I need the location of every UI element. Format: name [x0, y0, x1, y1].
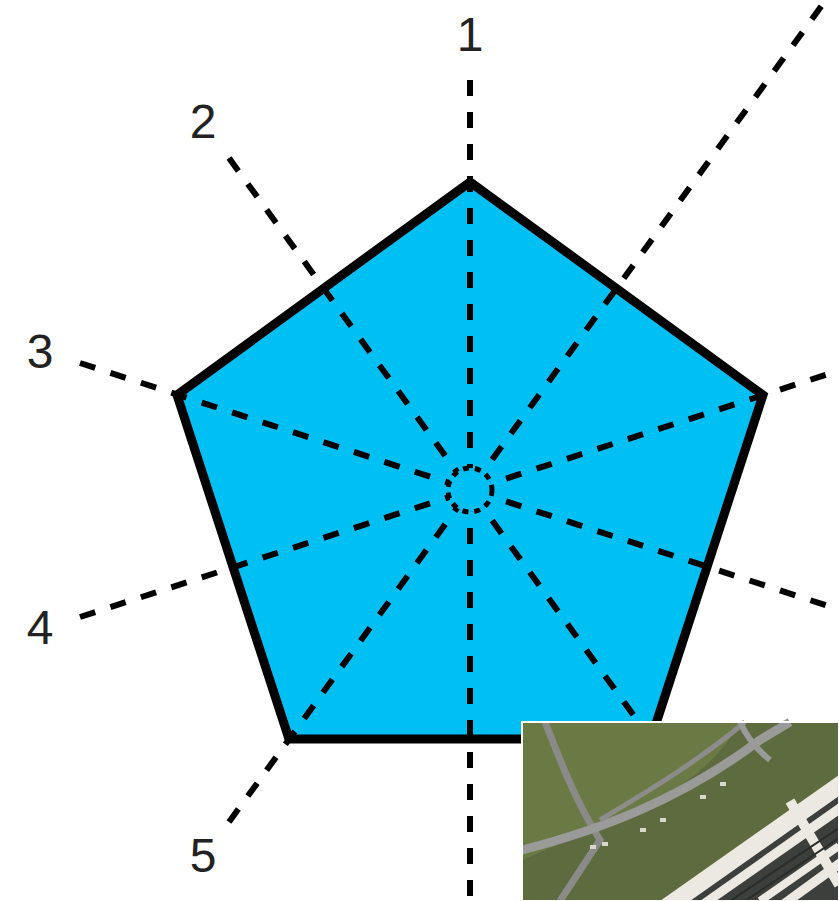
pentagon — [177, 182, 763, 739]
symmetry-axis — [80, 363, 839, 706]
rotation-centre — [448, 468, 492, 512]
symmetry-axis — [229, 158, 839, 901]
axis-number: 4 — [27, 604, 54, 652]
symmetry-axis — [229, 0, 839, 822]
aerial-photo — [522, 722, 839, 901]
axis-number: 1 — [457, 11, 484, 59]
axis-number: 3 — [27, 328, 54, 376]
axis-number: 2 — [190, 98, 217, 146]
symmetry-axes — [80, 0, 839, 901]
axis-number: 5 — [190, 832, 217, 880]
symmetry-axis — [80, 274, 839, 617]
